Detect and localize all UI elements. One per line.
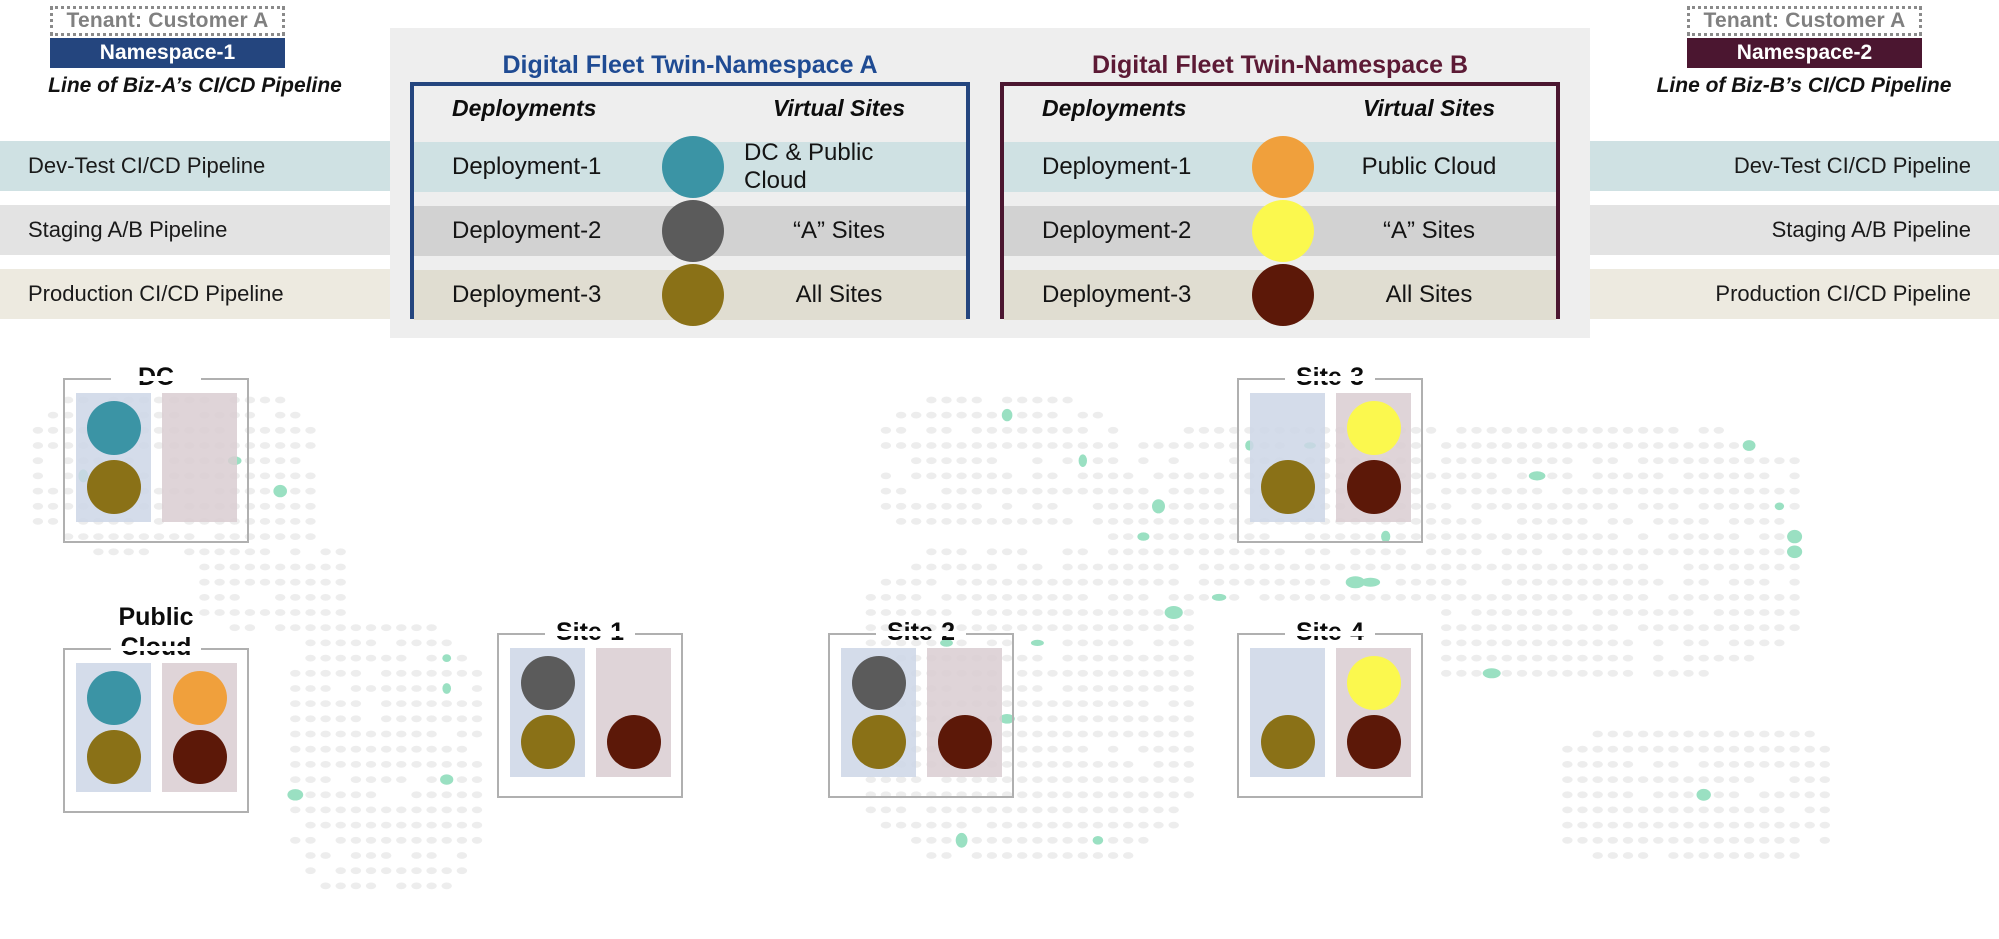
deployment-indicator-circle	[938, 715, 992, 769]
namespace-a-column-headers: Deployments Virtual Sites	[414, 86, 966, 130]
namespace-1-badge[interactable]: Namespace-1	[50, 38, 285, 68]
deployment-indicator-circle	[173, 730, 227, 784]
frame-label-notch	[111, 646, 201, 651]
deployment-color-dot	[662, 264, 724, 326]
pipeline-row-staging-left[interactable]: Staging A/B Pipeline	[28, 217, 228, 242]
deployment-indicator-circle	[87, 730, 141, 784]
deployment-indicator-circle	[521, 656, 575, 710]
deployment-color-dot	[1252, 136, 1314, 198]
site-card-site-4[interactable]: Site-4	[1237, 617, 1423, 812]
namespace-a-row-2[interactable]: Deployment-2 “A” Sites	[414, 200, 966, 262]
namespace-a-frame: Deployments Virtual Sites Deployment-1 D…	[410, 82, 970, 326]
deployment-color-dot	[662, 200, 724, 262]
deployment-indicator-circle	[607, 715, 661, 769]
pipeline-row-dev-test-right[interactable]: Dev-Test CI/CD Pipeline	[1733, 153, 1971, 178]
namespace-b-row-2[interactable]: Deployment-2 “A” Sites	[1004, 200, 1556, 262]
line-of-business-b-title: Line of Biz-B’s CI/CD Pipeline	[1656, 74, 1952, 97]
deployment-indicator-circle	[87, 671, 141, 725]
deployment-indicator-circle	[87, 401, 141, 455]
top-section: Digital Fleet Twin-Namespace A Deploymen…	[0, 0, 1999, 362]
namespace-b-row-1[interactable]: Deployment-1 Public Cloud	[1004, 136, 1556, 198]
site-card-site-3[interactable]: Site-3	[1237, 362, 1423, 557]
frame-label-notch	[1285, 631, 1375, 636]
deployment-name: Deployment-2	[1042, 217, 1192, 244]
dotted-world-map	[32, 396, 1831, 890]
pipeline-row-staging-right[interactable]: Staging A/B Pipeline	[1771, 217, 1971, 242]
virtual-site-name: All Sites	[795, 281, 883, 308]
deployment-indicator-circle	[852, 656, 906, 710]
frame-label-notch	[876, 631, 966, 636]
namespace-b-frame: Deployments Virtual Sites Deployment-1 P…	[1000, 82, 1560, 326]
namespace-a-heading: Digital Fleet Twin-Namespace A	[502, 51, 878, 79]
virtual-site-name: Public Cloud	[1361, 153, 1497, 180]
deployment-name: Deployment-2	[452, 217, 602, 244]
column-header-virtual-sites: Virtual Sites	[1362, 94, 1496, 121]
deployment-name: Deployment-1	[1042, 153, 1192, 180]
deployment-indicator-circle	[521, 715, 575, 769]
deployment-indicator-circle	[1347, 715, 1401, 769]
frame-label-notch	[1285, 376, 1375, 381]
namespace-a-table: Digital Fleet Twin-Namespace A Deploymen…	[410, 48, 970, 326]
line-of-business-a-title: Line of Biz-A’s CI/CD Pipeline	[48, 74, 342, 97]
deployment-indicator-circle	[1347, 460, 1401, 514]
site-card-dc[interactable]: DC	[63, 362, 249, 557]
deployment-indicator-circle	[87, 460, 141, 514]
tenant-badge-left: Tenant: Customer A	[50, 6, 285, 36]
deployment-name: Deployment-3	[1042, 281, 1192, 308]
digital-fleet-twin-panel: Digital Fleet Twin-Namespace A Deploymen…	[390, 28, 1590, 338]
deployment-indicator-circle	[1347, 401, 1401, 455]
virtual-site-name: DC & Public Cloud	[744, 139, 874, 194]
deployment-indicator-circle	[173, 671, 227, 725]
site-card-site-1[interactable]: Site-1	[497, 617, 683, 812]
namespace-b-table: Digital Fleet Twin-Namespace B Deploymen…	[1000, 48, 1560, 326]
namespace-b-heading: Digital Fleet Twin-Namespace B	[1091, 51, 1468, 79]
tenant-badge-right: Tenant: Customer A	[1687, 6, 1922, 36]
namespace-a-row-3[interactable]: Deployment-3 All Sites	[414, 264, 966, 326]
pipeline-row-production-right[interactable]: Production CI/CD Pipeline	[1715, 281, 1971, 306]
column-header-deployments: Deployments	[452, 94, 597, 121]
virtual-site-name: “A” Sites	[1382, 217, 1475, 244]
pipeline-row-dev-test-left[interactable]: Dev-Test CI/CD Pipeline	[28, 153, 266, 178]
frame-label-notch	[545, 631, 635, 636]
deployment-indicator-circle	[1347, 656, 1401, 710]
deployment-name: Deployment-1	[452, 153, 602, 180]
site-card-site-2[interactable]: Site-2	[828, 617, 1014, 812]
virtual-site-name: All Sites	[1385, 281, 1473, 308]
deployment-indicator-circle	[852, 715, 906, 769]
column-header-virtual-sites: Virtual Sites	[772, 94, 906, 121]
deployment-color-dot	[1252, 200, 1314, 262]
deployment-color-dot	[662, 136, 724, 198]
pane-namespace-b	[162, 393, 237, 522]
namespace-2-badge[interactable]: Namespace-2	[1687, 38, 1922, 68]
frame-label-notch	[111, 376, 201, 381]
namespace-b-column-headers: Deployments Virtual Sites	[1004, 86, 1556, 130]
deployment-color-dot	[1252, 264, 1314, 326]
pipeline-row-production-left[interactable]: Production CI/CD Pipeline	[28, 281, 284, 306]
deployment-name: Deployment-3	[452, 281, 602, 308]
column-header-deployments: Deployments	[1042, 94, 1187, 121]
deployment-indicator-circle	[1261, 715, 1315, 769]
deployment-indicator-circle	[1261, 460, 1315, 514]
namespace-a-row-1[interactable]: Deployment-1 DC & Public Cloud	[414, 136, 966, 198]
virtual-site-name: “A” Sites	[792, 217, 885, 244]
namespace-b-row-3[interactable]: Deployment-3 All Sites	[1004, 264, 1556, 326]
